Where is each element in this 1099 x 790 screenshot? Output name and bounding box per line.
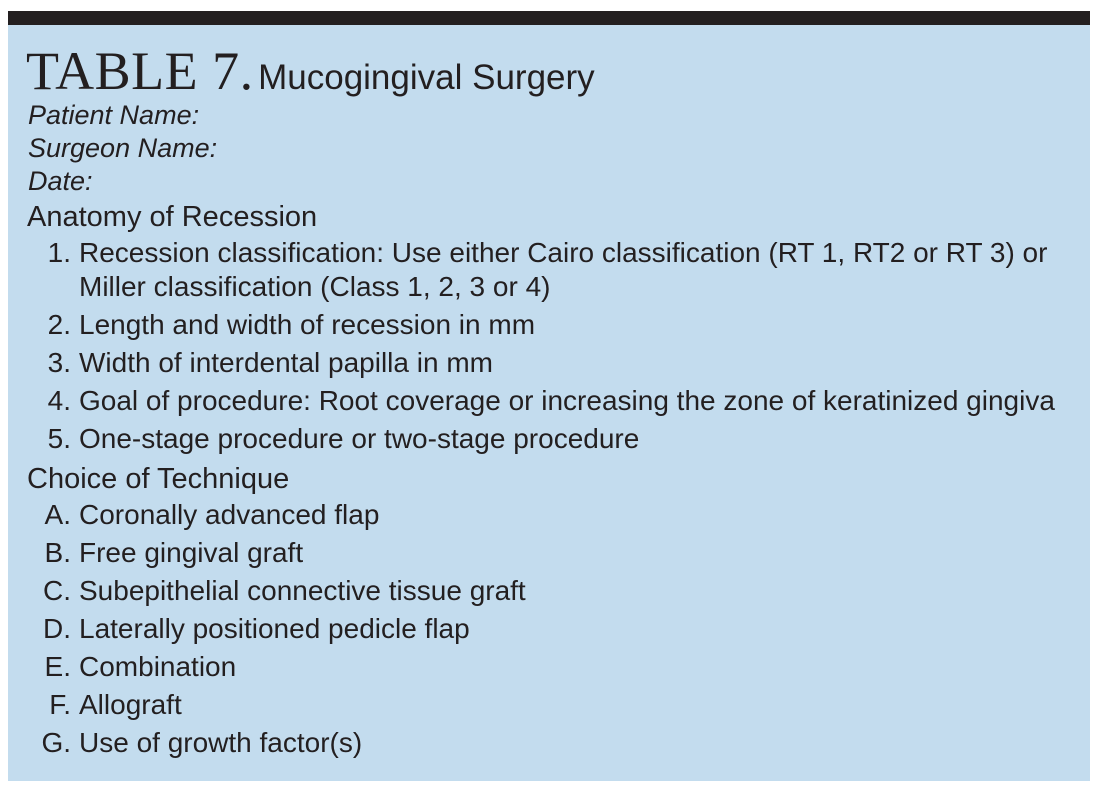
patient-name-field: Patient Name: (28, 100, 200, 130)
list-marker: F. (49, 689, 71, 720)
list-item: C. Subepithelial connective tissue graft (26, 574, 1090, 608)
list-marker: A. (44, 499, 71, 530)
list-item-text: Coronally advanced flap (79, 499, 380, 530)
list-marker: 1. (47, 237, 71, 268)
list-item-text: Laterally positioned pedicle flap (79, 613, 470, 644)
list-item: 1. Recession classification: Use either … (26, 236, 1090, 304)
list-item: A. Coronally advanced flap (26, 498, 1090, 532)
list-item: F. Allograft (26, 688, 1090, 722)
list-marker: E. (44, 651, 71, 682)
anatomy-heading: Anatomy of Recession (27, 201, 318, 233)
list-marker: 5. (47, 423, 71, 454)
list-item-text: Length and width of recession in mm (79, 309, 536, 340)
list-item: 5. One-stage procedure or two-stage proc… (26, 422, 1090, 456)
technique-heading: Choice of Technique (27, 463, 290, 495)
table-caption: TABLE 7. Mucogingival Surgery (26, 43, 1090, 99)
table-title: Mucogingival Surgery (258, 58, 595, 97)
list-item: 3. Width of interdental papilla in mm (26, 346, 1090, 380)
list-marker: B. (44, 537, 71, 568)
list-item: B. Free gingival graft (26, 536, 1090, 570)
list-item-text: One-stage procedure or two-stage procedu… (79, 423, 640, 454)
list-item: 4. Goal of procedure: Root coverage or i… (26, 384, 1090, 418)
table-content: TABLE 7. Mucogingival Surgery Patient Na… (26, 43, 1090, 764)
technique-list: A. Coronally advanced flap B. Free gingi… (26, 498, 1090, 760)
list-marker: 4. (47, 385, 71, 416)
list-item-text: Use of growth factor(s) (79, 727, 363, 758)
list-item-text: Subepithelial connective tissue graft (79, 575, 526, 606)
list-item-text: Width of interdental papilla in mm (79, 347, 493, 378)
list-item: 2. Length and width of recession in mm (26, 308, 1090, 342)
date-field: Date: (28, 166, 93, 196)
list-item: D. Laterally positioned pedicle flap (26, 612, 1090, 646)
list-marker: 2. (47, 309, 71, 340)
list-marker: C. (43, 575, 71, 606)
table-number: TABLE 7. (26, 41, 254, 101)
table-panel: TABLE 7. Mucogingival Surgery Patient Na… (8, 11, 1090, 781)
list-marker: 3. (47, 347, 71, 378)
list-item: E. Combination (26, 650, 1090, 684)
list-item-text: Free gingival graft (79, 537, 304, 568)
list-item-text: Recession classification: Use either Cai… (79, 237, 1048, 302)
list-marker: D. (43, 613, 71, 644)
list-item-text: Allograft (79, 689, 182, 720)
list-marker: G. (41, 727, 71, 758)
anatomy-list: 1. Recession classification: Use either … (26, 236, 1090, 456)
list-item-text: Combination (79, 651, 237, 682)
list-item-text: Goal of procedure: Root coverage or incr… (79, 385, 1055, 416)
surgeon-name-field: Surgeon Name: (28, 133, 218, 163)
list-item: G. Use of growth factor(s) (26, 726, 1090, 760)
